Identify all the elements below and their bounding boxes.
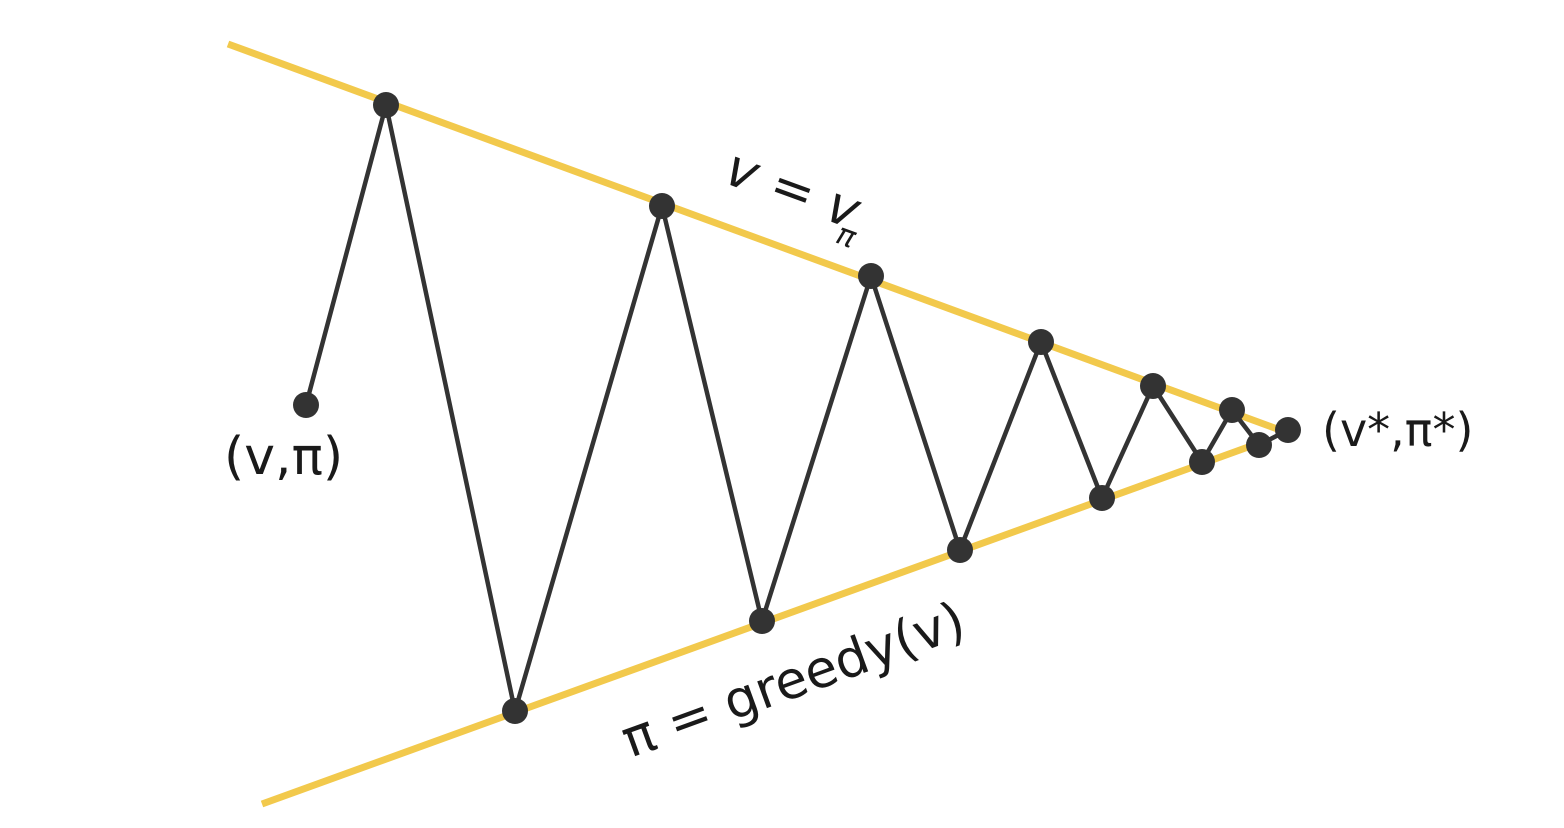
iteration-point xyxy=(1189,449,1215,475)
iteration-points xyxy=(293,92,1301,724)
iteration-point xyxy=(1246,432,1272,458)
iteration-point xyxy=(947,537,973,563)
start-point xyxy=(293,392,319,418)
value-line-label: v = v π xyxy=(718,138,870,256)
iteration-point xyxy=(502,698,528,724)
iteration-point xyxy=(1219,397,1245,423)
iteration-point xyxy=(1028,329,1054,355)
iteration-point xyxy=(749,608,775,634)
iteration-point xyxy=(1089,485,1115,511)
value-line xyxy=(226,40,1282,434)
iteration-point xyxy=(649,193,675,219)
iteration-point xyxy=(858,263,884,289)
iteration-point xyxy=(373,92,399,118)
policy-line-label: π = greedy(v) xyxy=(614,591,973,771)
end-point-label: (v*,π*) xyxy=(1322,403,1473,457)
end-point xyxy=(1275,417,1301,443)
start-point-label: (v,π) xyxy=(224,427,343,487)
iteration-point xyxy=(1140,373,1166,399)
